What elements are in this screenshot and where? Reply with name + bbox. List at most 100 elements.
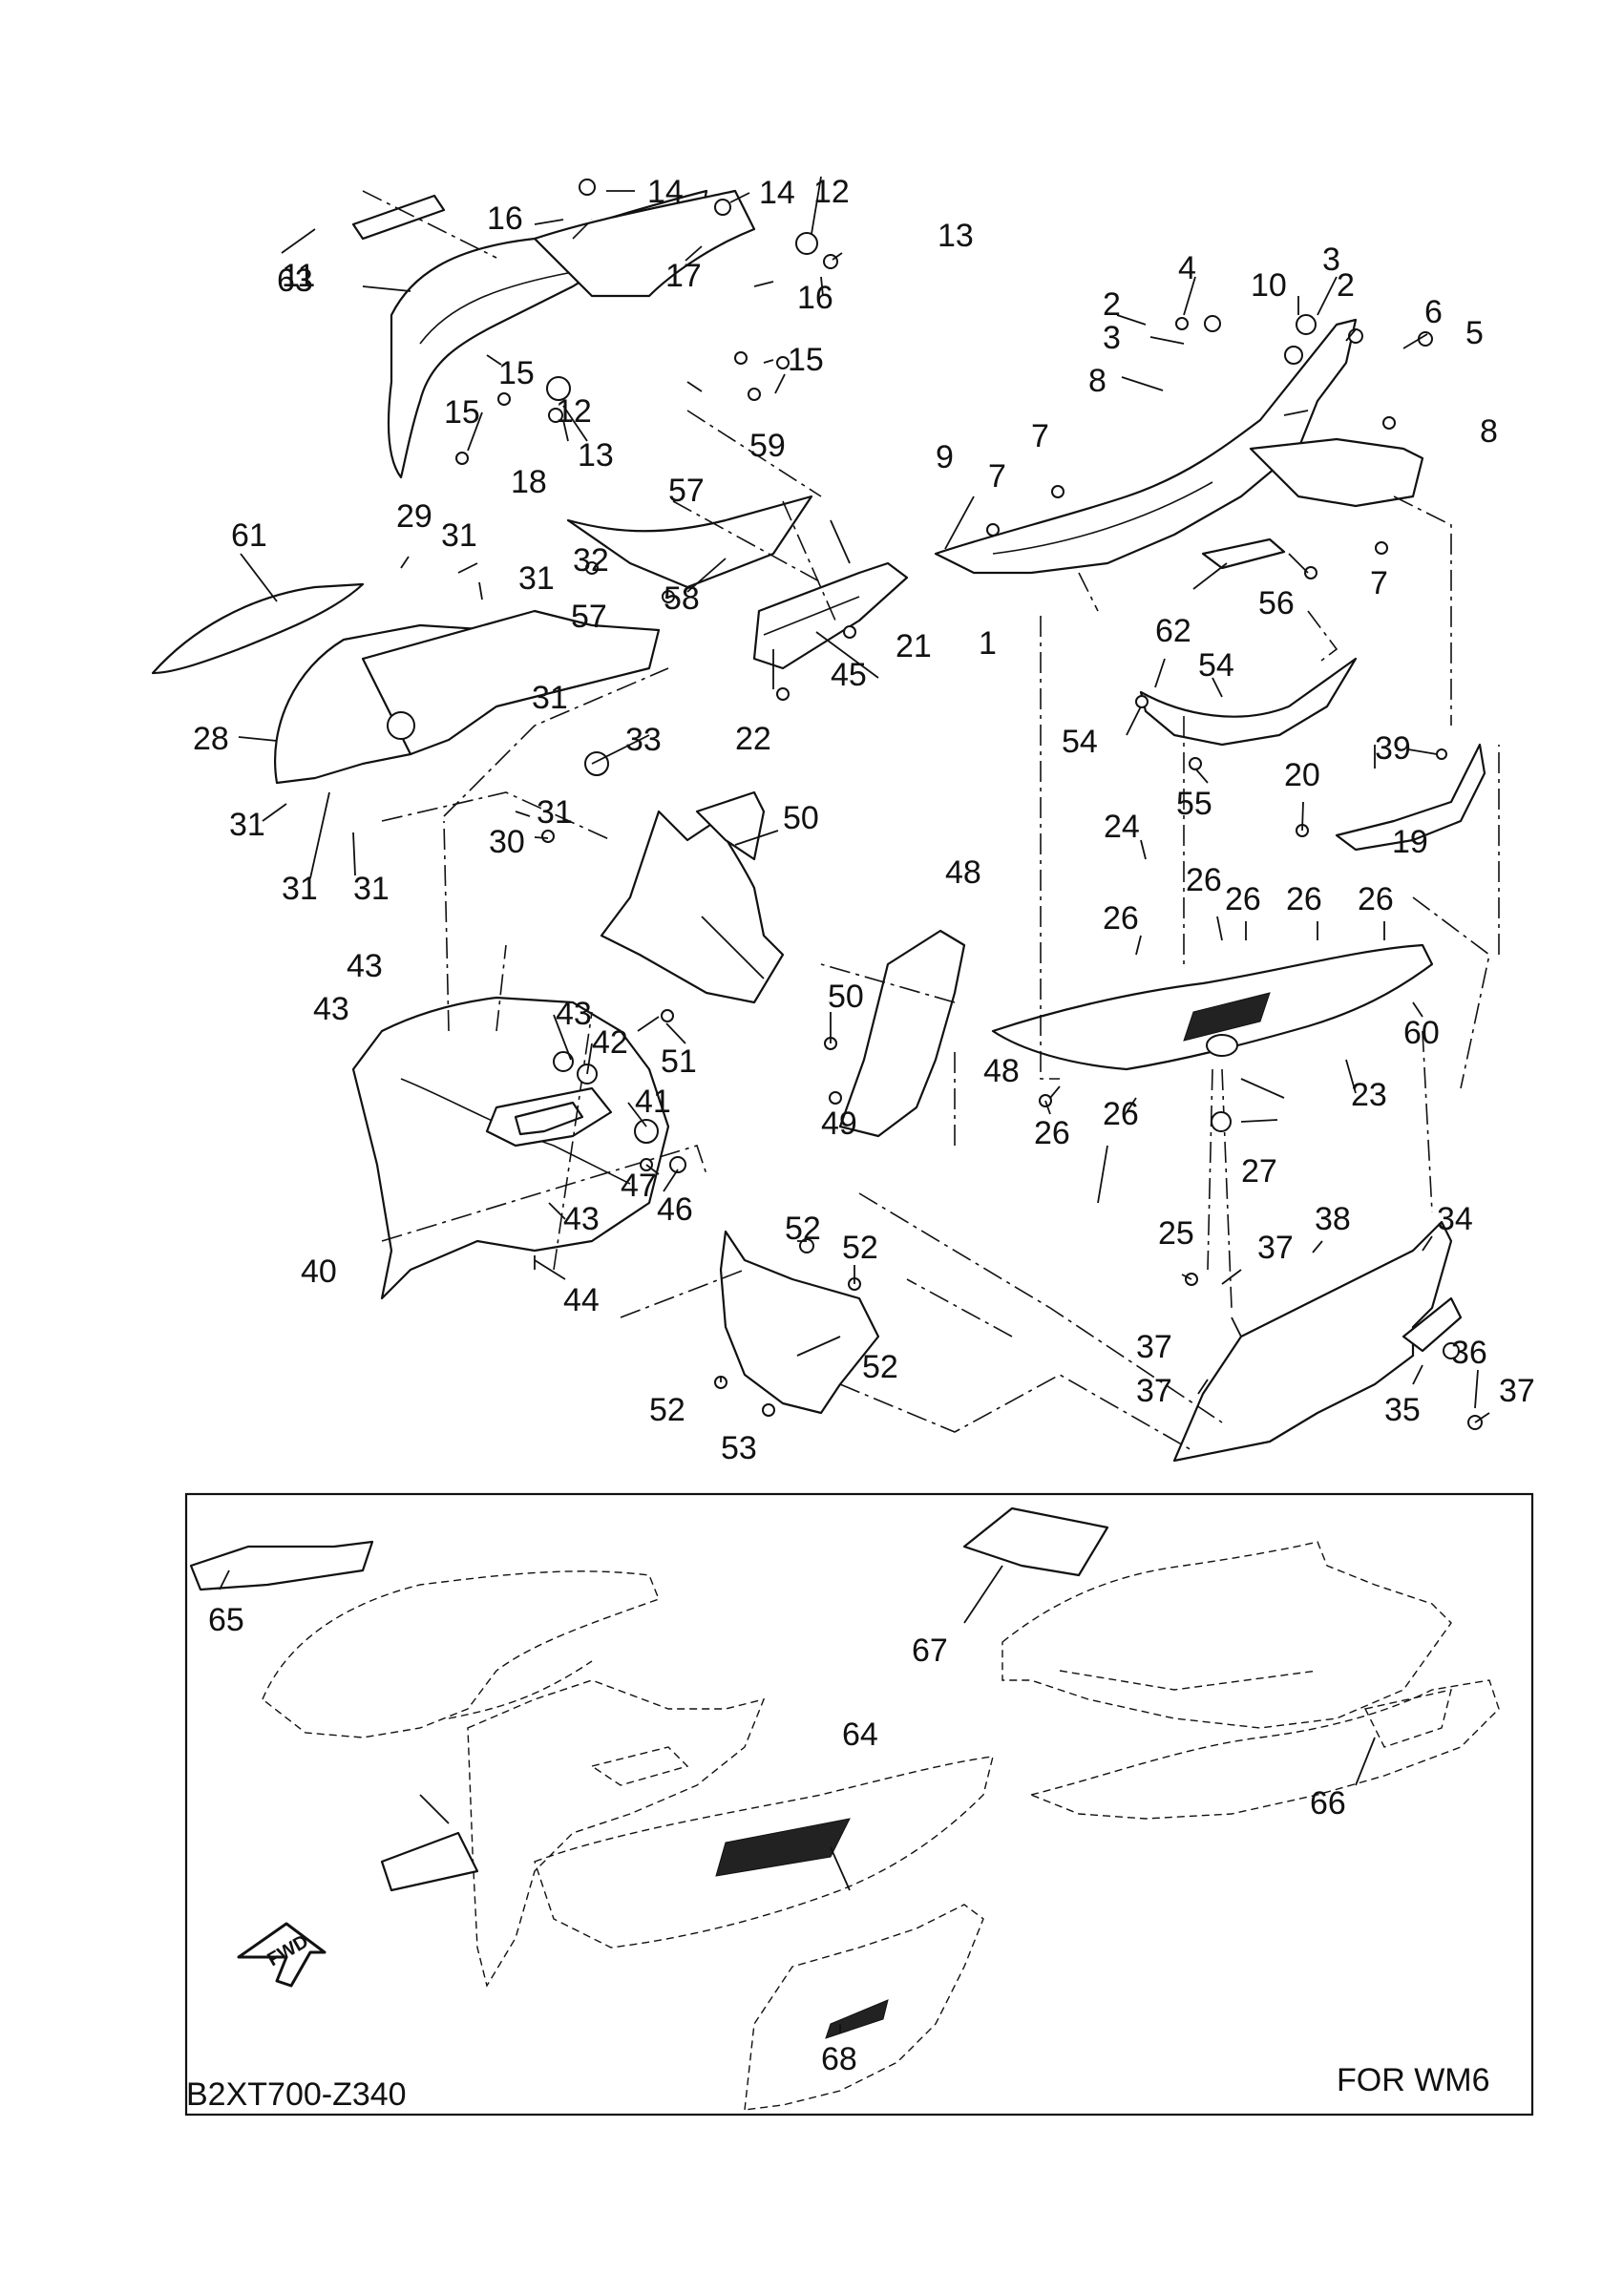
part-label: 14 xyxy=(759,175,795,211)
part-label: 3 xyxy=(1103,320,1121,356)
part-label: 21 xyxy=(896,628,932,664)
part-label: 67 xyxy=(912,1632,948,1669)
part-label: 16 xyxy=(487,200,523,237)
part-label: 32 xyxy=(573,542,609,579)
part-label: 59 xyxy=(749,428,786,464)
part-label: 26 xyxy=(1225,881,1261,917)
part-label: 42 xyxy=(592,1024,628,1061)
part-label: 4 xyxy=(1178,250,1196,286)
part-63-decal xyxy=(715,1818,851,1877)
part-label: 68 xyxy=(821,2041,857,2077)
part-label: 61 xyxy=(231,517,267,554)
part-label: 48 xyxy=(983,1053,1020,1089)
part-label: 33 xyxy=(625,722,662,758)
part-66-decal xyxy=(962,1506,1109,1577)
part-label: 17 xyxy=(665,258,702,294)
part-label: 2 xyxy=(1337,267,1355,304)
part-label: 55 xyxy=(1176,786,1212,822)
part-label: 16 xyxy=(797,280,833,316)
part-label: 35 xyxy=(1384,1392,1421,1428)
part-label: 66 xyxy=(1310,1785,1346,1822)
part-label: 8 xyxy=(1088,363,1107,399)
part-label: 54 xyxy=(1062,724,1098,760)
part-59-decal xyxy=(1183,992,1271,1042)
part-label: 19 xyxy=(1392,824,1428,860)
part-label: 1 xyxy=(979,625,997,662)
part-label: 43 xyxy=(556,996,592,1032)
part-label: 43 xyxy=(347,948,383,984)
part-60-windscreen xyxy=(151,582,365,675)
part-53-grille xyxy=(1139,657,1358,747)
part-label: 62 xyxy=(1155,613,1191,649)
part-67-decal xyxy=(825,1999,889,2039)
part-68-decal xyxy=(380,1831,479,1892)
exploded-view-linework: FWD xyxy=(151,179,1534,2117)
part-47-panel xyxy=(838,929,966,1138)
part-label: 30 xyxy=(489,824,525,860)
part-label: 3 xyxy=(1322,242,1340,278)
part-label: 15 xyxy=(788,342,824,378)
part-label: 15 xyxy=(444,394,480,431)
part-label: 26 xyxy=(1103,1096,1139,1132)
part-label: 44 xyxy=(563,1282,600,1318)
part-label: 57 xyxy=(571,599,607,635)
part-label: 41 xyxy=(635,1084,671,1120)
part-label: 22 xyxy=(735,721,771,757)
part-label: 56 xyxy=(1258,585,1295,621)
part-label: 20 xyxy=(1284,757,1320,793)
part-label: 24 xyxy=(1104,809,1140,845)
part-label: 2 xyxy=(1103,286,1121,323)
part-label: 52 xyxy=(842,1230,878,1266)
part-label: 31 xyxy=(441,517,477,554)
part-11-upper-cowling-rail xyxy=(533,189,756,298)
part-label: 25 xyxy=(1158,1215,1194,1252)
part-61-decal xyxy=(1201,537,1286,570)
part-label: 13 xyxy=(938,218,974,254)
inset-lower-cowl xyxy=(534,1756,994,1948)
part-label: 26 xyxy=(1286,881,1322,917)
part-label: 51 xyxy=(661,1043,697,1080)
part-label: 10 xyxy=(1251,267,1287,304)
part-label: 50 xyxy=(828,979,864,1015)
part-33-duct xyxy=(1402,1296,1463,1353)
part-label: 29 xyxy=(396,498,432,535)
part-label: 49 xyxy=(821,1106,857,1142)
part-label: 7 xyxy=(1370,565,1388,601)
inset-right-cowl xyxy=(1001,1541,1452,1729)
part-label: 37 xyxy=(1136,1373,1172,1409)
leader-lines xyxy=(219,176,1490,2033)
part-label: 39 xyxy=(1375,730,1411,767)
part-label: 65 xyxy=(208,1602,244,1638)
part-62-decal xyxy=(351,194,446,241)
part-65-grille xyxy=(1363,1689,1452,1748)
inset-rear-cowl xyxy=(1028,1679,1500,1820)
part-49-panel-top xyxy=(695,790,766,861)
part-39-intake xyxy=(514,1101,584,1136)
part-label: 34 xyxy=(1437,1201,1473,1237)
part-label: 53 xyxy=(721,1430,757,1466)
diagram-code: B2XT700-Z340 xyxy=(186,2076,407,2113)
part-label: 43 xyxy=(313,991,349,1027)
part-56-duct xyxy=(566,495,813,589)
part-label: 12 xyxy=(813,174,850,210)
part-label: 43 xyxy=(563,1201,600,1237)
part-label: 64 xyxy=(842,1717,878,1753)
part-label: 31 xyxy=(229,807,265,843)
part-label: 38 xyxy=(1315,1201,1351,1237)
inset-under-cowl xyxy=(744,1904,984,2111)
part-label: 9 xyxy=(936,439,954,475)
part-label: 6 xyxy=(1424,294,1443,330)
part-33-under-cowl xyxy=(1172,1220,1453,1463)
part-label: 31 xyxy=(537,794,573,831)
part-label: 26 xyxy=(1186,862,1222,898)
part-label: 46 xyxy=(657,1191,693,1228)
part-label: 31 xyxy=(353,871,390,907)
part-label: 15 xyxy=(498,355,535,391)
part-label: 11 xyxy=(282,258,315,294)
part-number-labels: 1 2 2 3 3 4 5 6 7 7 7 8 8 9 10 11 12 12 … xyxy=(186,174,1535,2113)
part-label: 37 xyxy=(1136,1329,1172,1365)
part-label: 36 xyxy=(1451,1335,1487,1371)
part-1-rail xyxy=(1249,437,1424,508)
part-label: 52 xyxy=(785,1211,821,1247)
